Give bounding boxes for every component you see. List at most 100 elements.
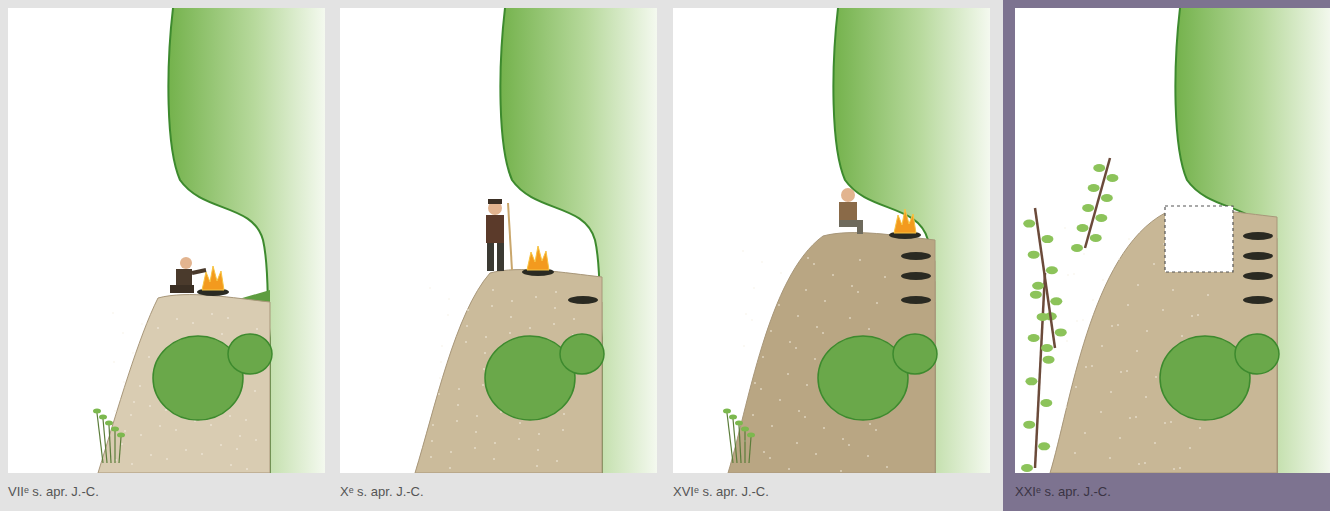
gravel	[239, 435, 241, 437]
gravel	[823, 427, 825, 429]
gravel	[176, 318, 178, 320]
gravel	[192, 322, 194, 324]
gravel	[780, 272, 782, 274]
gravel	[448, 298, 450, 300]
gravel	[121, 443, 123, 445]
gravel	[255, 439, 257, 441]
gravel	[555, 291, 557, 293]
gravel	[742, 250, 744, 252]
gravel	[465, 341, 467, 343]
gravel	[1172, 289, 1174, 291]
gravel	[798, 410, 800, 412]
gravel	[1145, 396, 1147, 398]
panel	[340, 8, 657, 473]
person	[839, 188, 863, 234]
gravel	[431, 440, 433, 442]
gravel	[449, 467, 451, 469]
gravel	[1126, 370, 1128, 372]
gravel	[1170, 421, 1172, 423]
gravel	[122, 332, 124, 334]
gravel	[1118, 258, 1120, 260]
fire	[894, 209, 916, 233]
gravel	[824, 300, 826, 302]
person	[486, 199, 512, 271]
gravel	[1189, 447, 1191, 449]
period-caption: XVIᵉ s. apr. J.-C.	[673, 484, 769, 499]
hearth-layer	[1243, 272, 1273, 280]
gravel	[148, 356, 150, 358]
gravel	[743, 345, 745, 347]
gravel	[483, 368, 485, 370]
hearth-layer	[1243, 232, 1273, 240]
gravel	[1110, 391, 1112, 393]
gravel	[509, 332, 511, 334]
gravel	[123, 381, 125, 383]
period-caption: XXIᵉ s. apr. J.-C.	[1015, 484, 1111, 499]
gravel	[112, 312, 114, 314]
tree	[1021, 158, 1118, 472]
gravel	[458, 388, 460, 390]
gravel	[1164, 422, 1166, 424]
gravel	[1128, 238, 1130, 240]
gravel	[761, 261, 763, 263]
gravel	[807, 257, 809, 259]
gravel	[457, 404, 459, 406]
gravel	[760, 388, 762, 390]
boulder	[560, 334, 604, 374]
gravel	[1111, 325, 1113, 327]
gravel	[511, 300, 513, 302]
gravel	[175, 429, 177, 431]
gravel	[432, 424, 434, 426]
gravel	[246, 468, 248, 470]
gravel	[440, 361, 442, 363]
gravel	[439, 377, 441, 379]
gravel	[770, 330, 772, 332]
gravel	[133, 401, 135, 403]
gravel	[763, 451, 765, 453]
boulder	[228, 334, 272, 374]
gravel	[485, 336, 487, 338]
gravel	[832, 274, 834, 276]
gravel	[185, 449, 187, 451]
plant	[723, 409, 755, 464]
gravel	[795, 347, 797, 349]
gravel	[556, 460, 558, 462]
gravel	[1101, 345, 1103, 347]
gravel	[842, 438, 844, 440]
gravel	[797, 315, 799, 317]
gravel	[822, 332, 824, 334]
gravel	[1084, 432, 1086, 434]
gravel	[1109, 457, 1111, 459]
gravel	[538, 433, 540, 435]
gravel	[139, 385, 141, 387]
gravel	[869, 423, 871, 425]
gravel	[114, 410, 116, 412]
gravel	[537, 449, 539, 451]
gravel	[245, 419, 247, 421]
gravel	[494, 442, 496, 444]
gravel	[229, 415, 231, 417]
gravel	[130, 414, 132, 416]
gravel	[751, 319, 753, 321]
gravel	[1137, 284, 1139, 286]
gravel	[519, 422, 521, 424]
gravel	[805, 289, 807, 291]
gravel	[1136, 350, 1138, 352]
gravel	[1073, 273, 1075, 275]
gravel	[1082, 319, 1084, 321]
gravel	[1066, 340, 1068, 342]
gravel	[886, 466, 888, 468]
gravel	[475, 431, 477, 433]
gravel	[875, 429, 877, 431]
gravel	[1191, 315, 1193, 317]
panel-bg	[673, 8, 990, 473]
boulder	[893, 334, 937, 374]
gravel	[754, 382, 756, 384]
gravel	[149, 405, 151, 407]
panel-bg	[8, 8, 325, 473]
gravel	[813, 263, 815, 265]
gravel	[484, 352, 486, 354]
gravel	[227, 317, 229, 319]
gravel	[466, 325, 468, 327]
